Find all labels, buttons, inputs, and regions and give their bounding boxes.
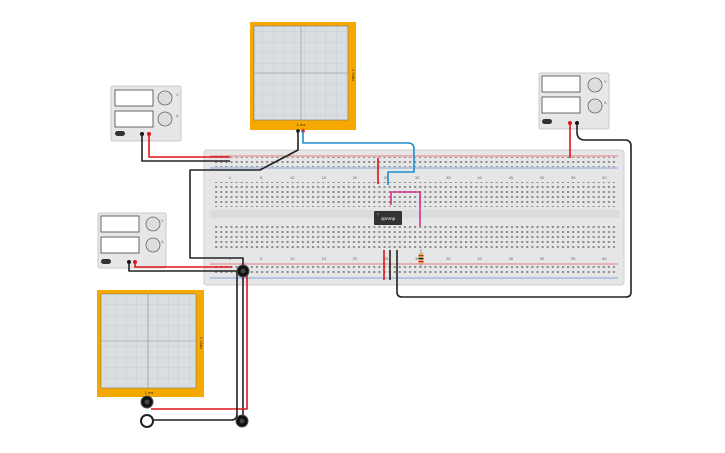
row-number: 5 bbox=[260, 175, 263, 180]
scope-top-vdiv: 1 V/div bbox=[351, 69, 356, 81]
row-number: 35 bbox=[446, 256, 451, 261]
unit-a: A bbox=[604, 100, 607, 105]
junction-nodes[interactable] bbox=[140, 264, 250, 428]
resistor[interactable] bbox=[418, 249, 424, 268]
row-number: 60 bbox=[602, 256, 607, 261]
wire-red[interactable] bbox=[134, 262, 232, 268]
power-rail-bottom[interactable] bbox=[215, 266, 615, 276]
unit-v: V bbox=[161, 218, 164, 223]
row-number: 20 bbox=[353, 256, 358, 261]
row-number: 25 bbox=[384, 175, 389, 180]
row-number: 10 bbox=[290, 175, 295, 180]
power-toggle[interactable] bbox=[542, 119, 552, 124]
terminal-strip-bottom[interactable] bbox=[215, 223, 615, 248]
row-number: 55 bbox=[571, 256, 576, 261]
row-number: 45 bbox=[509, 175, 514, 180]
row-number: 50 bbox=[540, 175, 545, 180]
scope-bottom-vdiv: 1 V/div bbox=[199, 337, 204, 349]
row-number: 45 bbox=[509, 256, 514, 261]
row-number: 50 bbox=[540, 256, 545, 261]
row-number: 30 bbox=[415, 175, 420, 180]
unit-a: A bbox=[161, 239, 164, 244]
power-rail-top[interactable] bbox=[215, 157, 615, 167]
wire-black[interactable] bbox=[148, 271, 238, 421]
wire-magenta[interactable] bbox=[390, 191, 421, 226]
oscilloscope-bottom[interactable]: 1 ms 1 V/div bbox=[97, 290, 204, 397]
row-number: 25 bbox=[384, 256, 389, 261]
row-number: 10 bbox=[290, 256, 295, 261]
power-toggle[interactable] bbox=[115, 131, 125, 136]
power-toggle[interactable] bbox=[101, 259, 111, 264]
row-number: 40 bbox=[477, 175, 482, 180]
power-supply-left-top[interactable]: V A bbox=[110, 85, 182, 142]
opamp-label: opAmp bbox=[381, 216, 396, 221]
wire-red[interactable] bbox=[151, 271, 248, 410]
row-number: 60 bbox=[602, 175, 607, 180]
unit-v: V bbox=[176, 92, 179, 97]
row-number: 55 bbox=[571, 175, 576, 180]
row-number: 15 bbox=[321, 175, 326, 180]
ground-node[interactable] bbox=[140, 414, 154, 428]
voltage-knob[interactable] bbox=[145, 216, 161, 232]
wire-black[interactable] bbox=[128, 262, 243, 272]
row-number: 20 bbox=[353, 175, 358, 180]
row-number: 15 bbox=[321, 256, 326, 261]
wire-black[interactable] bbox=[141, 134, 230, 162]
wire-black[interactable] bbox=[396, 123, 632, 298]
row-number: 35 bbox=[446, 175, 451, 180]
opamp-ic[interactable]: opAmp bbox=[374, 211, 402, 225]
voltage-knob[interactable] bbox=[157, 90, 173, 106]
scope-bottom-timebase: 1 ms bbox=[145, 390, 154, 395]
unit-v: V bbox=[604, 79, 607, 84]
current-knob[interactable] bbox=[587, 98, 603, 114]
wire-red[interactable] bbox=[148, 134, 230, 158]
current-knob[interactable] bbox=[157, 111, 173, 127]
voltage-knob[interactable] bbox=[587, 77, 603, 93]
power-supply-right[interactable]: V A bbox=[538, 72, 610, 130]
wire-black[interactable] bbox=[189, 131, 299, 271]
current-knob[interactable] bbox=[145, 237, 161, 253]
power-supply-left-middle[interactable]: V A bbox=[97, 212, 167, 269]
row-number: 1 bbox=[229, 175, 232, 180]
terminal-strip-top[interactable] bbox=[215, 182, 615, 207]
row-number: 5 bbox=[260, 256, 263, 261]
scope-top-timebase: 1 ms bbox=[297, 122, 306, 127]
row-number: 30 bbox=[415, 256, 420, 261]
row-number: 40 bbox=[477, 256, 482, 261]
unit-a: A bbox=[176, 113, 179, 118]
wire-blue[interactable] bbox=[302, 131, 415, 185]
wires[interactable] bbox=[128, 123, 632, 421]
oscilloscope-top[interactable]: 1 ms 1 V/div bbox=[250, 22, 356, 133]
